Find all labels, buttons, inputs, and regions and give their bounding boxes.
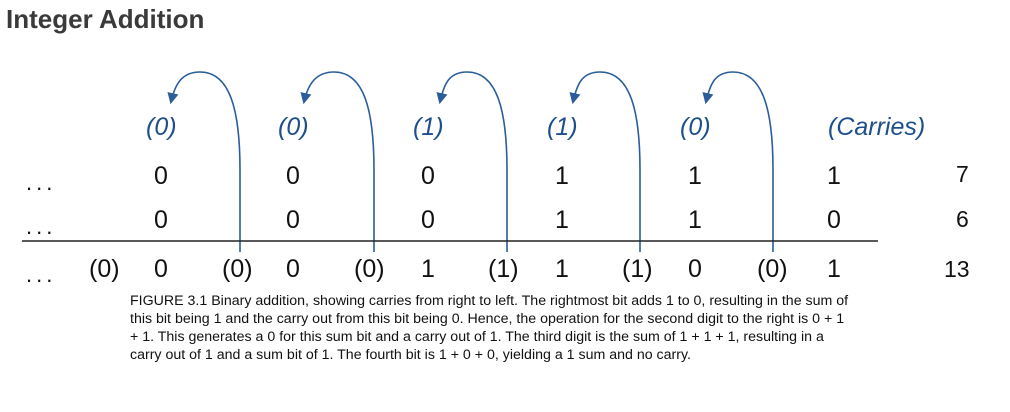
carry-arrow (569, 71, 641, 252)
row1-digit: 0 (421, 162, 435, 190)
row1-ellipsis: ... (26, 170, 57, 195)
carry-value: (0) (278, 113, 309, 141)
row1-digit: 1 (555, 162, 569, 190)
carry-arrow (167, 71, 241, 252)
carry-value: (1) (547, 113, 578, 141)
sum-decimal-value: 13 (944, 256, 970, 282)
row1-digit: 1 (688, 162, 702, 190)
carry-arrow (702, 71, 774, 252)
row1-digit: 0 (286, 162, 300, 190)
sum-carry-value: (1) (488, 255, 519, 283)
carry-arrow (436, 71, 508, 252)
sum-digit: 1 (827, 255, 841, 283)
row2-digit: 0 (421, 206, 435, 234)
row2-digit: 1 (555, 206, 569, 234)
carries-label: (Carries) (828, 113, 926, 141)
row1-decimal-value: 7 (956, 161, 969, 187)
row2-ellipsis: ... (26, 214, 57, 239)
sum-carry-value: (0) (222, 255, 253, 283)
page-heading: Integer Addition (6, 4, 205, 34)
row2-digit: 1 (688, 206, 702, 234)
carry-value: (1) (413, 113, 444, 141)
row2-digit: 0 (286, 206, 300, 234)
sum-carry-value: (0) (89, 255, 120, 283)
sum-digit: 0 (154, 255, 168, 283)
row2-digit: 0 (154, 206, 168, 234)
row2-decimal-value: 6 (956, 206, 969, 232)
row1-digit: 0 (154, 162, 168, 190)
row1-digit: 1 (827, 162, 841, 190)
sum-digit: 0 (688, 255, 702, 283)
figure-caption: FIGURE 3.1 Binary addition, showing carr… (130, 293, 849, 363)
row2-digit: 0 (827, 206, 841, 234)
carry-value: (0) (680, 113, 711, 141)
sum-digit: 1 (421, 255, 435, 283)
carry-value: (0) (146, 113, 177, 141)
sum-digit: 0 (286, 255, 300, 283)
sum-ellipsis: ... (26, 262, 57, 287)
sum-digit: 1 (555, 255, 569, 283)
sum-carry-value: (1) (622, 255, 653, 283)
carry-arrow (300, 71, 375, 252)
sum-carry-value: (0) (354, 255, 385, 283)
sum-carry-value: (0) (757, 255, 788, 283)
carry-arrow-group (167, 71, 774, 252)
